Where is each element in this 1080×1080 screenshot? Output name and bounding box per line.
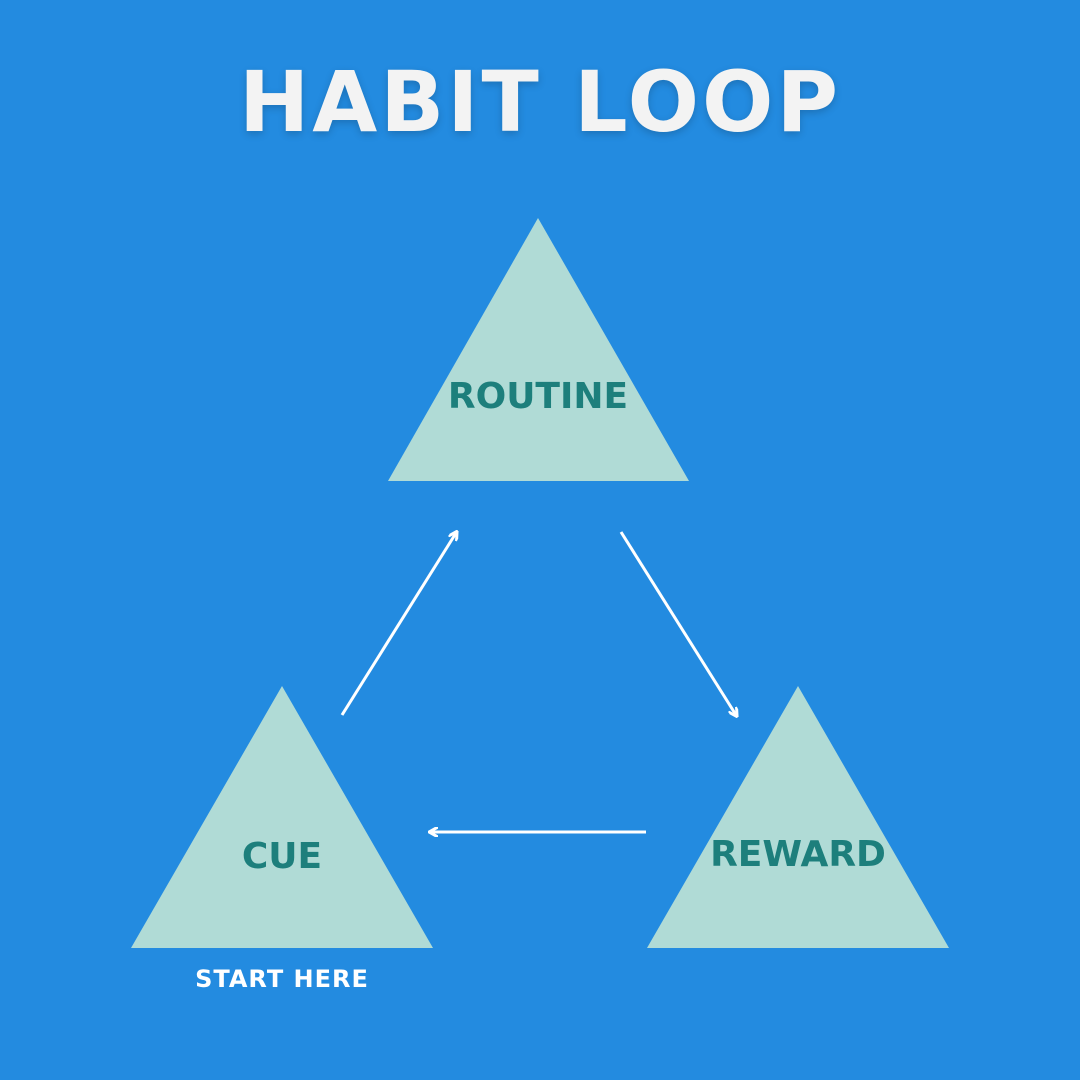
- reward-label: REWARD: [710, 834, 886, 875]
- node-reward: REWARD: [647, 686, 949, 948]
- cue-triangle: [131, 686, 433, 948]
- arrow-routine-to-reward: [619, 531, 736, 715]
- node-routine: ROUTINE: [388, 218, 689, 481]
- node-cue: CUE: [131, 686, 433, 948]
- routine-triangle: [388, 218, 689, 481]
- start-here-note: START HERE: [195, 965, 369, 993]
- cue-label: CUE: [242, 836, 322, 877]
- reward-triangle: [647, 686, 949, 948]
- diagram-title: HABIT LOOP: [238, 53, 842, 151]
- routine-label: ROUTINE: [448, 376, 628, 417]
- arrow-cue-to-routine: [340, 533, 456, 716]
